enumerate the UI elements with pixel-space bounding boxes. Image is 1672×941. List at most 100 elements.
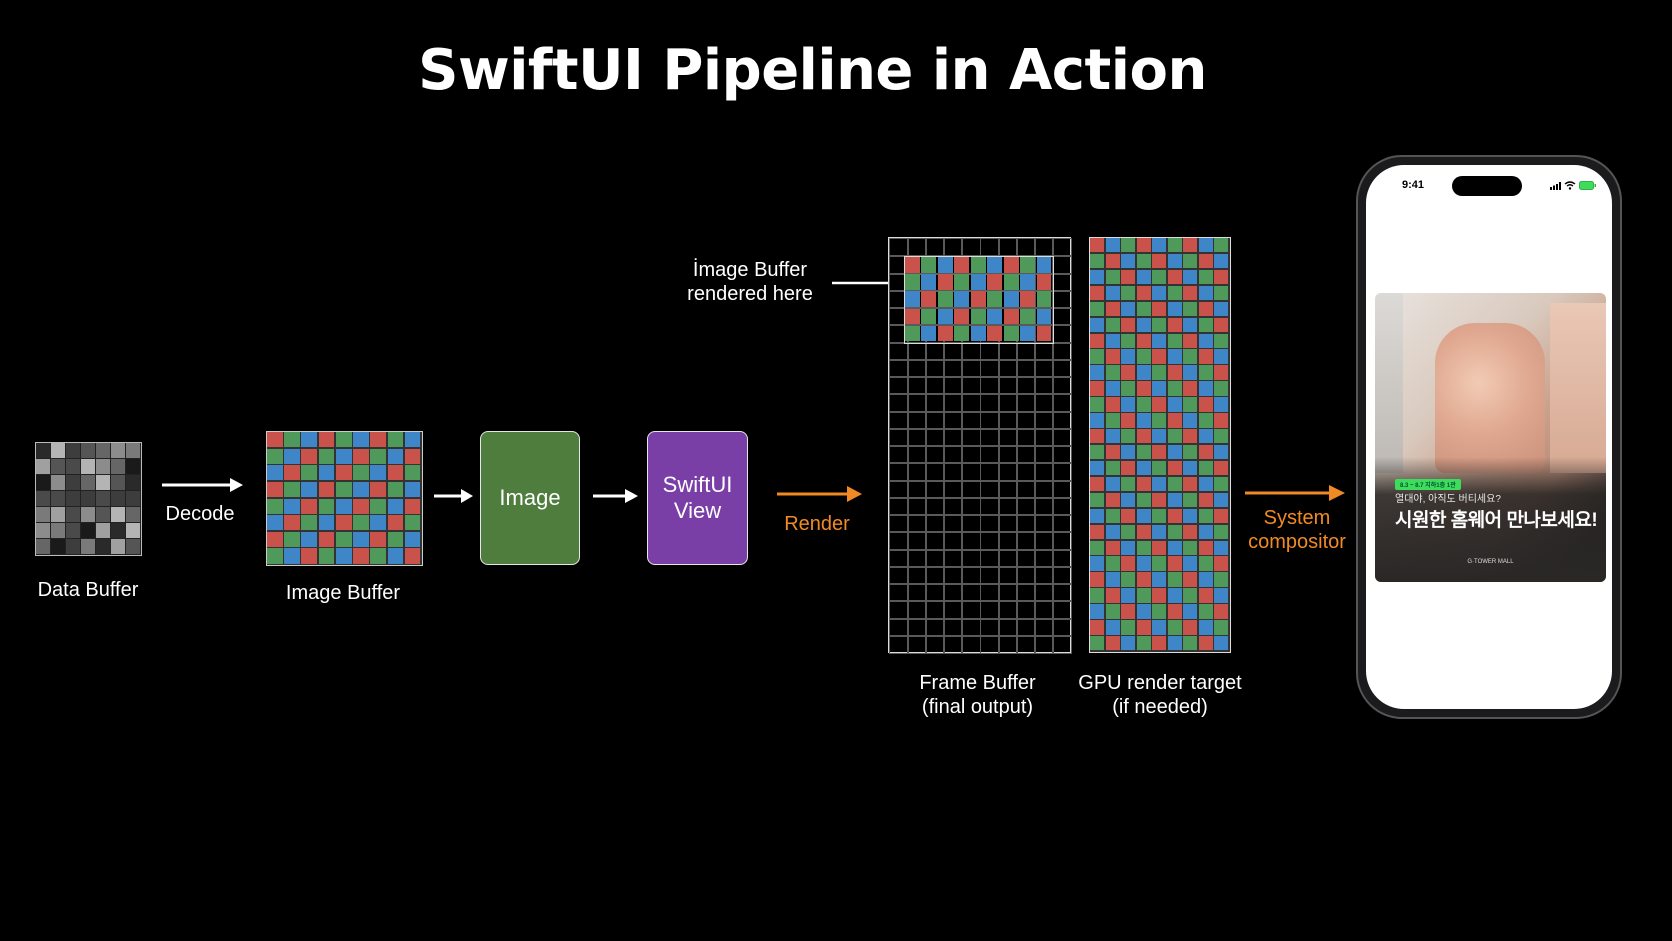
pixel-cell bbox=[1183, 636, 1198, 651]
pixel-cell bbox=[979, 634, 1000, 654]
data-buffer-grid bbox=[35, 442, 142, 556]
pixel-cell bbox=[961, 462, 982, 482]
pixel-cell bbox=[1090, 253, 1105, 269]
pixel-cell bbox=[1051, 548, 1072, 568]
pixel-cell bbox=[36, 459, 50, 474]
pixel-cell bbox=[370, 432, 387, 448]
pixel-cell bbox=[1003, 291, 1019, 308]
pixel-cell bbox=[921, 257, 937, 273]
pixel-cell bbox=[284, 448, 300, 464]
pixel-cell bbox=[1105, 620, 1120, 635]
system-compositor-label: System compositor bbox=[1232, 506, 1362, 554]
pixel-cell bbox=[1136, 508, 1151, 524]
pixel-cell bbox=[943, 583, 964, 603]
pixel-cell bbox=[1105, 524, 1120, 540]
pixel-cell bbox=[1033, 376, 1054, 396]
pixel-cell bbox=[387, 432, 404, 448]
pixel-cell bbox=[1167, 365, 1182, 380]
pixel-cell bbox=[937, 325, 953, 342]
pixel-cell bbox=[1051, 307, 1072, 327]
pixel-cell bbox=[889, 376, 910, 396]
pixel-cell bbox=[1214, 429, 1229, 444]
pixel-cell bbox=[353, 465, 369, 481]
pixel-cell bbox=[1214, 556, 1229, 571]
pixel-cell bbox=[1033, 514, 1054, 534]
pixel-cell bbox=[1121, 460, 1136, 476]
pixel-cell bbox=[81, 459, 95, 474]
pixel-cell bbox=[1214, 492, 1229, 508]
pixel-cell bbox=[1198, 365, 1213, 380]
pixel-cell bbox=[1152, 460, 1167, 476]
pixel-cell bbox=[1105, 269, 1120, 285]
pixel-cell bbox=[1105, 476, 1120, 492]
pixel-cell bbox=[997, 531, 1018, 551]
pixel-cell bbox=[51, 443, 65, 458]
pixel-cell bbox=[1214, 508, 1229, 524]
pixel-cell bbox=[937, 274, 953, 290]
arrow-right-icon bbox=[1245, 485, 1345, 501]
pixel-cell bbox=[907, 583, 928, 603]
pixel-cell bbox=[979, 531, 1000, 551]
pixel-cell bbox=[1051, 358, 1072, 378]
pixel-cell bbox=[997, 410, 1018, 430]
arrow-right-icon bbox=[593, 489, 638, 503]
pixel-cell bbox=[1198, 508, 1213, 524]
pixel-cell bbox=[907, 617, 928, 637]
pixel-cell bbox=[370, 481, 387, 497]
pixel-cell bbox=[1036, 325, 1052, 342]
gpu-render-target-grid bbox=[1089, 237, 1231, 653]
pixel-cell bbox=[1033, 583, 1054, 603]
pixel-cell bbox=[1090, 365, 1105, 380]
pixel-cell bbox=[1136, 365, 1151, 380]
pixel-cell bbox=[1183, 476, 1198, 492]
pixel-cell bbox=[335, 448, 352, 464]
pixel-cell bbox=[1121, 285, 1136, 301]
pixel-cell bbox=[997, 341, 1018, 361]
pixel-cell bbox=[997, 376, 1018, 396]
pixel-cell bbox=[1121, 524, 1136, 540]
pixel-cell bbox=[1105, 253, 1120, 269]
pixel-cell bbox=[1214, 365, 1229, 380]
signal-icon bbox=[1550, 182, 1561, 190]
pixel-cell bbox=[404, 481, 421, 497]
pixel-cell bbox=[943, 393, 964, 413]
pixel-cell bbox=[1152, 524, 1167, 540]
frame-buffer-label-line2: (final output) bbox=[921, 696, 1034, 718]
pixel-cell bbox=[1167, 476, 1182, 492]
pixel-cell bbox=[66, 443, 80, 458]
pixel-cell bbox=[1136, 317, 1151, 333]
pixel-cell bbox=[1214, 540, 1229, 555]
pixel-cell bbox=[1105, 604, 1120, 619]
pixel-cell bbox=[111, 539, 125, 554]
pixel-cell bbox=[335, 531, 352, 547]
pixel-cell bbox=[921, 291, 937, 308]
pixel-cell bbox=[1105, 588, 1120, 603]
pixel-cell bbox=[979, 376, 1000, 396]
pixel-cell bbox=[36, 491, 50, 506]
pixel-cell bbox=[1198, 253, 1213, 269]
pixel-cell bbox=[1214, 317, 1229, 333]
pixel-cell bbox=[111, 475, 125, 490]
pixel-cell bbox=[1051, 427, 1072, 447]
pixel-cell bbox=[889, 600, 910, 620]
pixel-cell bbox=[267, 465, 283, 481]
pixel-cell bbox=[387, 481, 404, 497]
pixel-cell bbox=[1136, 238, 1151, 253]
pixel-cell bbox=[1003, 274, 1019, 290]
pixel-cell bbox=[925, 565, 946, 585]
pixel-cell bbox=[970, 325, 986, 342]
pixel-cell bbox=[267, 448, 283, 464]
pixel-cell bbox=[1198, 476, 1213, 492]
pixel-cell bbox=[961, 531, 982, 551]
pixel-cell bbox=[1167, 253, 1182, 269]
pixel-cell bbox=[1033, 496, 1054, 516]
pixel-cell bbox=[1167, 460, 1182, 476]
pixel-cell bbox=[961, 410, 982, 430]
frame-buffer-label: Frame Buffer (final output) bbox=[880, 671, 1075, 719]
pixel-cell bbox=[979, 479, 1000, 499]
pixel-cell bbox=[1015, 531, 1036, 551]
pixel-cell bbox=[1033, 445, 1054, 465]
pixel-cell bbox=[997, 427, 1018, 447]
pixel-cell bbox=[1105, 572, 1120, 587]
ad-banner[interactable]: 8.3 ~ 8.7 지하1층 1관 열대야, 아직도 버티세요? 시원한 홈웨어… bbox=[1375, 293, 1606, 582]
